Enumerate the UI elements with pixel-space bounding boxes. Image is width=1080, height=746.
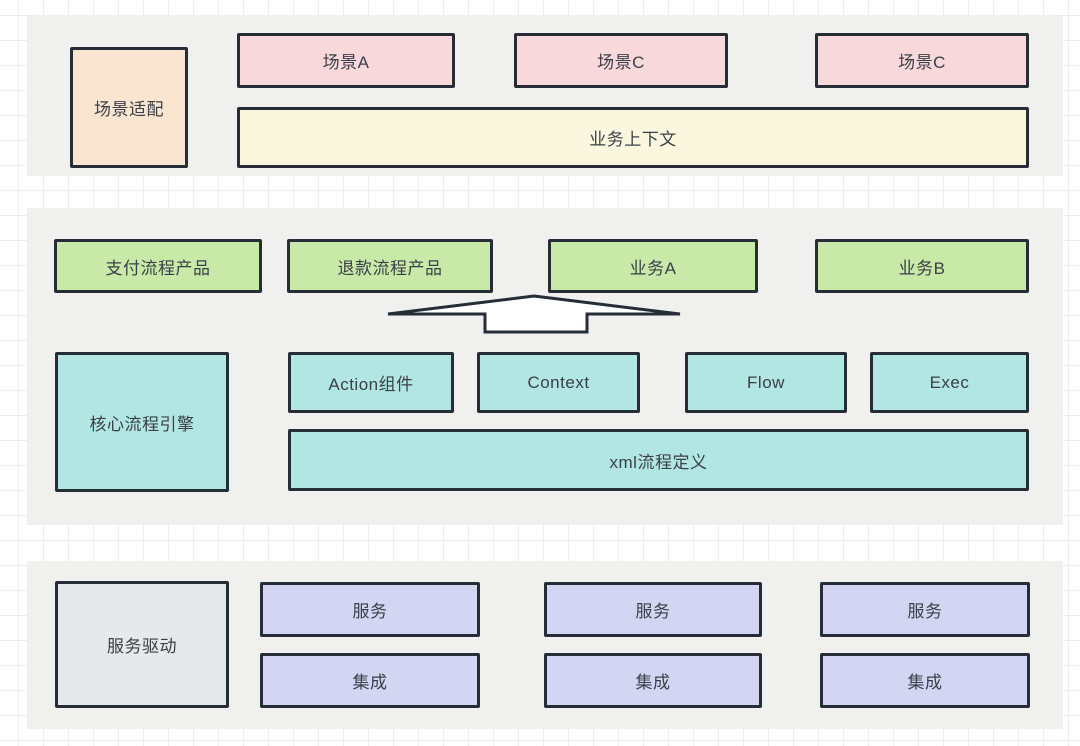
scene-a-box: 场景A (237, 33, 455, 88)
scene-c1-box: 场景C (514, 33, 728, 88)
scene-adapter-box: 场景适配 (70, 47, 188, 168)
context-box: Context (477, 352, 640, 413)
payment-flow-product-box: 支付流程产品 (54, 239, 262, 293)
integration-box-3: 集成 (820, 653, 1030, 708)
business-context-bar: 业务上下文 (237, 107, 1029, 168)
scene-c2-box: 场景C (815, 33, 1029, 88)
xml-flow-definition-bar: xml流程定义 (288, 429, 1029, 491)
business-b-box: 业务B (815, 239, 1029, 293)
service-driver-box: 服务驱动 (55, 581, 229, 708)
service-box-2: 服务 (544, 582, 762, 637)
core-engine-box: 核心流程引擎 (55, 352, 229, 492)
refund-flow-product-box: 退款流程产品 (287, 239, 493, 293)
exec-box: Exec (870, 352, 1029, 413)
action-component-box: Action组件 (288, 352, 454, 413)
service-box-1: 服务 (260, 582, 480, 637)
service-box-3: 服务 (820, 582, 1030, 637)
integration-box-1: 集成 (260, 653, 480, 708)
up-arrow-icon (387, 294, 681, 334)
business-a-box: 业务A (548, 239, 758, 293)
flow-box: Flow (685, 352, 847, 413)
integration-box-2: 集成 (544, 653, 762, 708)
